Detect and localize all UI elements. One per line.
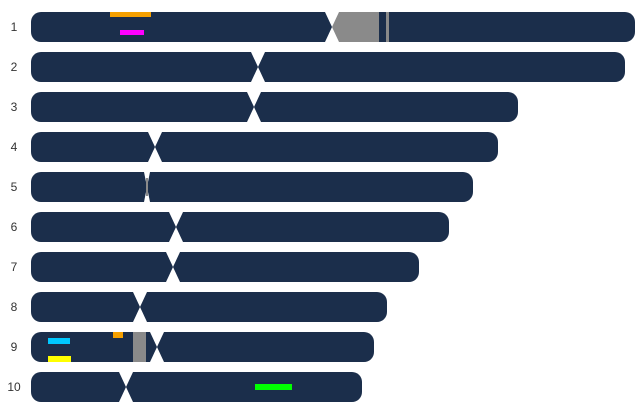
heterochromatin-region xyxy=(133,332,146,362)
chromosome-4[interactable]: 4 xyxy=(11,132,498,162)
chromosome-6[interactable]: 6 xyxy=(11,212,449,242)
centromere-mark xyxy=(146,178,148,196)
chromosome-label: 5 xyxy=(11,180,18,194)
q-arm xyxy=(157,332,374,362)
q-arm xyxy=(173,252,419,282)
q-arm xyxy=(155,132,498,162)
chromosome-label: 2 xyxy=(11,60,18,74)
p-arm xyxy=(31,132,155,162)
chromosome-label: 6 xyxy=(11,220,18,234)
q-arm xyxy=(140,292,387,322)
chromosome-label: 3 xyxy=(11,100,18,114)
chromosome-label: 10 xyxy=(7,380,21,394)
chromosome-label: 8 xyxy=(11,300,18,314)
chromosome-10[interactable]: 10 xyxy=(7,372,362,402)
p-arm xyxy=(31,52,258,82)
annotation-marker[interactable] xyxy=(48,356,71,362)
q-arm xyxy=(254,92,518,122)
chromosome-label: 4 xyxy=(11,140,18,154)
p-arm xyxy=(31,12,332,42)
annotation-marker[interactable] xyxy=(120,30,144,35)
chromosome-1[interactable]: 1 xyxy=(11,12,635,42)
p-arm xyxy=(31,372,126,402)
chromosome-9[interactable]: 9 xyxy=(11,332,374,362)
q-arm xyxy=(258,52,625,82)
chromosome-7[interactable]: 7 xyxy=(11,252,419,282)
p-arm xyxy=(31,92,254,122)
annotation-marker[interactable] xyxy=(110,12,151,17)
heterochromatin-region xyxy=(332,12,379,42)
p-arm xyxy=(31,172,147,202)
q-arm xyxy=(147,172,473,202)
p-arm xyxy=(31,252,173,282)
cytoband xyxy=(386,12,389,42)
chromosome-label: 9 xyxy=(11,340,18,354)
p-arm xyxy=(31,292,140,322)
chromosome-label: 7 xyxy=(11,260,18,274)
q-arm xyxy=(379,12,635,42)
chromosome-5[interactable]: 5 xyxy=(11,172,473,202)
chromosome-8[interactable]: 8 xyxy=(11,292,387,322)
q-arm xyxy=(176,212,449,242)
annotation-marker[interactable] xyxy=(113,332,123,338)
annotation-marker[interactable] xyxy=(255,384,292,390)
chromosome-label: 1 xyxy=(11,20,18,34)
chromosome-3[interactable]: 3 xyxy=(11,92,518,122)
q-arm xyxy=(126,372,362,402)
chromosome-2[interactable]: 2 xyxy=(11,52,625,82)
p-arm xyxy=(31,212,176,242)
annotation-marker[interactable] xyxy=(48,338,70,344)
